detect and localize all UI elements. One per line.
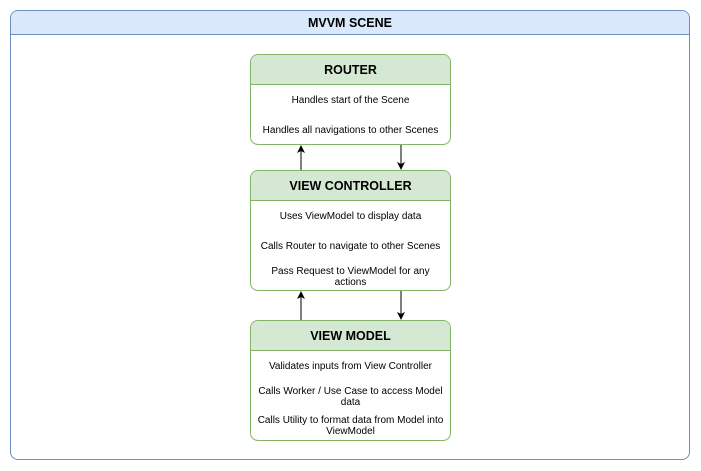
- view-controller-line-display: Uses ViewModel to display data: [279, 211, 422, 222]
- view-model-line-validate: Validates inputs from View Controller: [268, 361, 433, 372]
- view-controller-line-request: Pass Request to ViewModel for any action…: [271, 266, 430, 288]
- view-controller-box: VIEW CONTROLLER Uses ViewModel to displa…: [250, 170, 451, 291]
- view-controller-title: VIEW CONTROLLER: [251, 171, 450, 201]
- router-line-start: Handles start of the Scene: [291, 95, 410, 106]
- router-box: ROUTER Handles start of the Scene Handle…: [250, 54, 451, 145]
- view-model-line-worker: Calls Worker / Use Case to access Model …: [258, 386, 443, 408]
- scene-title: MVVM SCENE: [11, 11, 689, 35]
- view-model-line-utility: Calls Utility to format data from Model …: [257, 415, 444, 437]
- view-controller-line-router: Calls Router to navigate to other Scenes: [260, 241, 441, 252]
- view-model-title: VIEW MODEL: [251, 321, 450, 351]
- view-model-box: VIEW MODEL Validates inputs from View Co…: [250, 320, 451, 441]
- router-title: ROUTER: [251, 55, 450, 85]
- router-line-navigation: Handles all navigations to other Scenes: [262, 125, 439, 136]
